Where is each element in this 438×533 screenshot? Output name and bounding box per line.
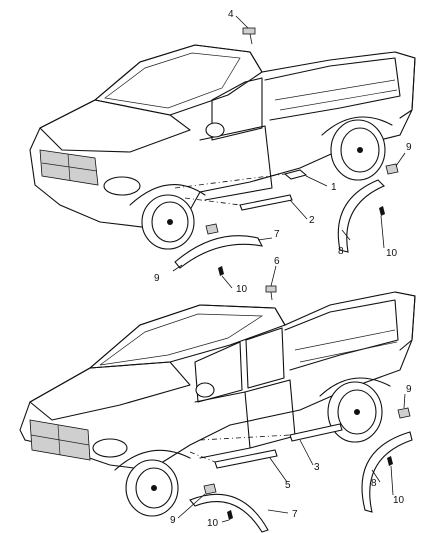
fastener-parts-top [205,27,399,276]
callout-7-top: 7 [274,229,280,240]
callout-8-top: 8 [338,246,344,257]
callout-9-bottom-right: 9 [406,384,412,395]
callout-9-top-right: 9 [406,142,412,153]
callout-2-top: 2 [309,215,315,226]
running-board-parts-top [174,169,308,211]
callout-10-bottom-right: 10 [393,495,405,506]
crew-cab-truck [19,291,416,517]
leader-lines [172,15,406,523]
callout-1-top: 1 [331,182,337,193]
callout-6-bottom: 6 [274,256,280,267]
callout-10-bottom-left: 10 [207,518,219,529]
running-board-parts-bottom [189,423,343,469]
callout-5-bottom: 5 [285,480,291,491]
callout-9-top-left: 9 [154,273,160,284]
wheel-flare-parts-bottom [189,431,413,533]
callout-10-top-right: 10 [386,248,398,259]
fastener-parts-bottom [203,285,411,520]
callout-9-bottom-left: 9 [170,515,176,526]
callout-3-bottom: 3 [314,462,320,473]
callout-8-bottom: 8 [371,478,377,489]
callout-labels: 4 1 2 7 9 10 8 9 10 6 3 5 7 9 10 8 9 10 [154,9,412,529]
callout-4-top: 4 [228,9,234,20]
callout-10-top-left: 10 [236,284,248,295]
regular-cab-truck [29,44,416,250]
wheel-flare-parts-top [174,179,385,269]
callout-7-bottom: 7 [292,509,298,520]
